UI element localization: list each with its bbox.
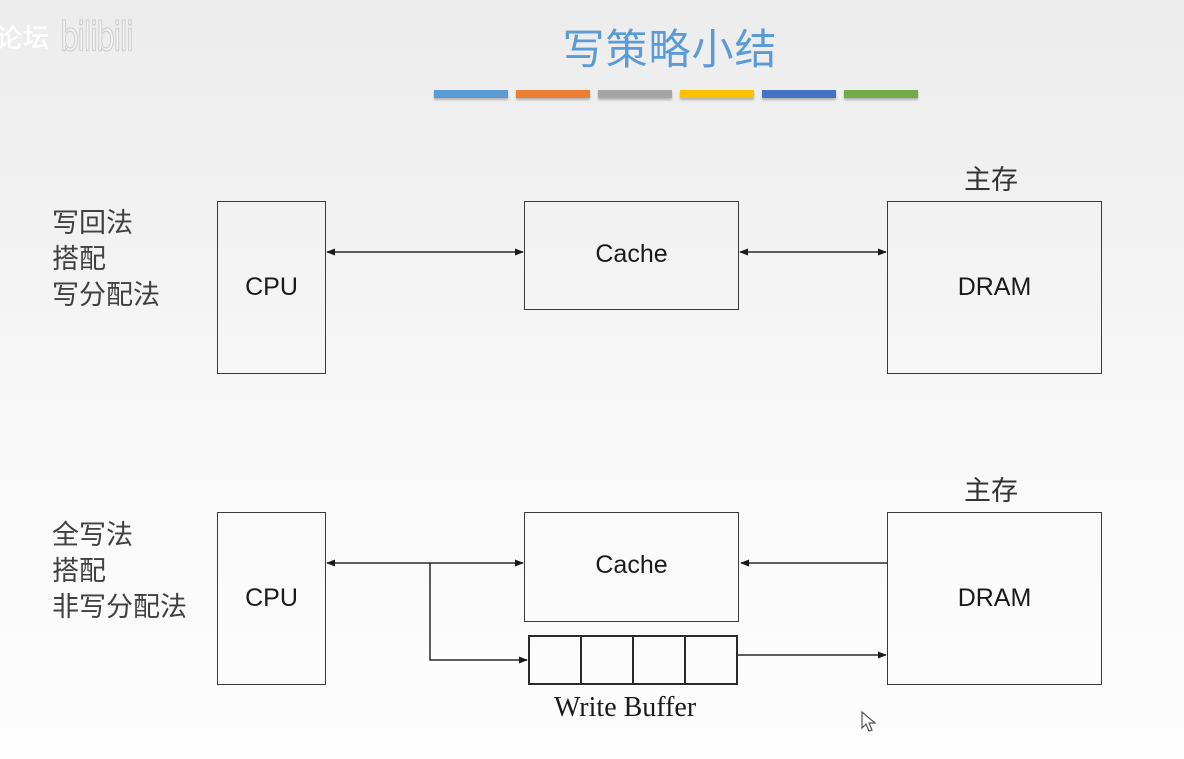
cpu-box-2: CPU — [217, 512, 326, 685]
arrow-cpu-writebuffer — [429, 563, 528, 664]
bilibili-logo-icon: bilibili — [60, 13, 135, 62]
cpu-label: CPU — [245, 273, 298, 301]
cache-box-2: Cache — [524, 512, 739, 622]
watermark-text: 论坛 — [0, 24, 51, 54]
cache-label: Cache — [595, 551, 668, 579]
slide-title: 写策略小结 — [562, 25, 778, 74]
color-bar-gray — [598, 90, 672, 98]
main-memory-label-1: 主存 — [964, 165, 1018, 196]
policy-line: 搭配 — [52, 556, 106, 587]
color-bar-darkblue — [762, 90, 836, 98]
cpu-box-1: CPU — [217, 201, 326, 374]
policy-line: 全写法 — [52, 520, 133, 551]
policy-label-write-back: 写回法 搭配 写分配法 — [52, 206, 160, 314]
policy-line: 写回法 — [52, 208, 133, 239]
dram-box-1: DRAM — [887, 201, 1102, 374]
cache-box-1: Cache — [524, 201, 739, 310]
policy-line: 搭配 — [52, 244, 106, 275]
main-memory-label-2: 主存 — [964, 476, 1018, 507]
color-bar-green — [844, 90, 918, 98]
write-buffer-label: Write Buffer — [554, 692, 697, 723]
policy-line: 写分配法 — [52, 280, 160, 311]
color-bar-orange — [516, 90, 590, 98]
dram-label: DRAM — [957, 273, 1032, 301]
cache-label: Cache — [595, 240, 668, 268]
cpu-label: CPU — [245, 584, 298, 612]
color-bar-strip — [434, 90, 918, 98]
policy-line: 非写分配法 — [52, 592, 187, 623]
write-buffer — [528, 635, 738, 685]
mouse-pointer-icon — [861, 711, 877, 732]
policy-label-write-through: 全写法 搭配 非写分配法 — [52, 518, 187, 626]
dram-label: DRAM — [957, 584, 1032, 612]
color-bar-yellow — [680, 90, 754, 98]
watermark: 论坛 bilibili — [0, 13, 135, 62]
color-bar-blue — [434, 90, 508, 98]
dram-box-2: DRAM — [887, 512, 1102, 685]
